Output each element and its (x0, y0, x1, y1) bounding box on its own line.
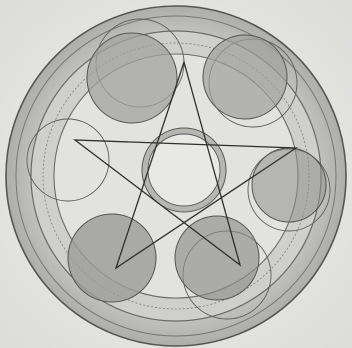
disc-top-left (87, 33, 177, 123)
disc-bottom-left (68, 214, 156, 302)
disc-upper-right (203, 35, 287, 119)
disc-right (252, 148, 326, 222)
disc-lower-right (175, 216, 259, 300)
